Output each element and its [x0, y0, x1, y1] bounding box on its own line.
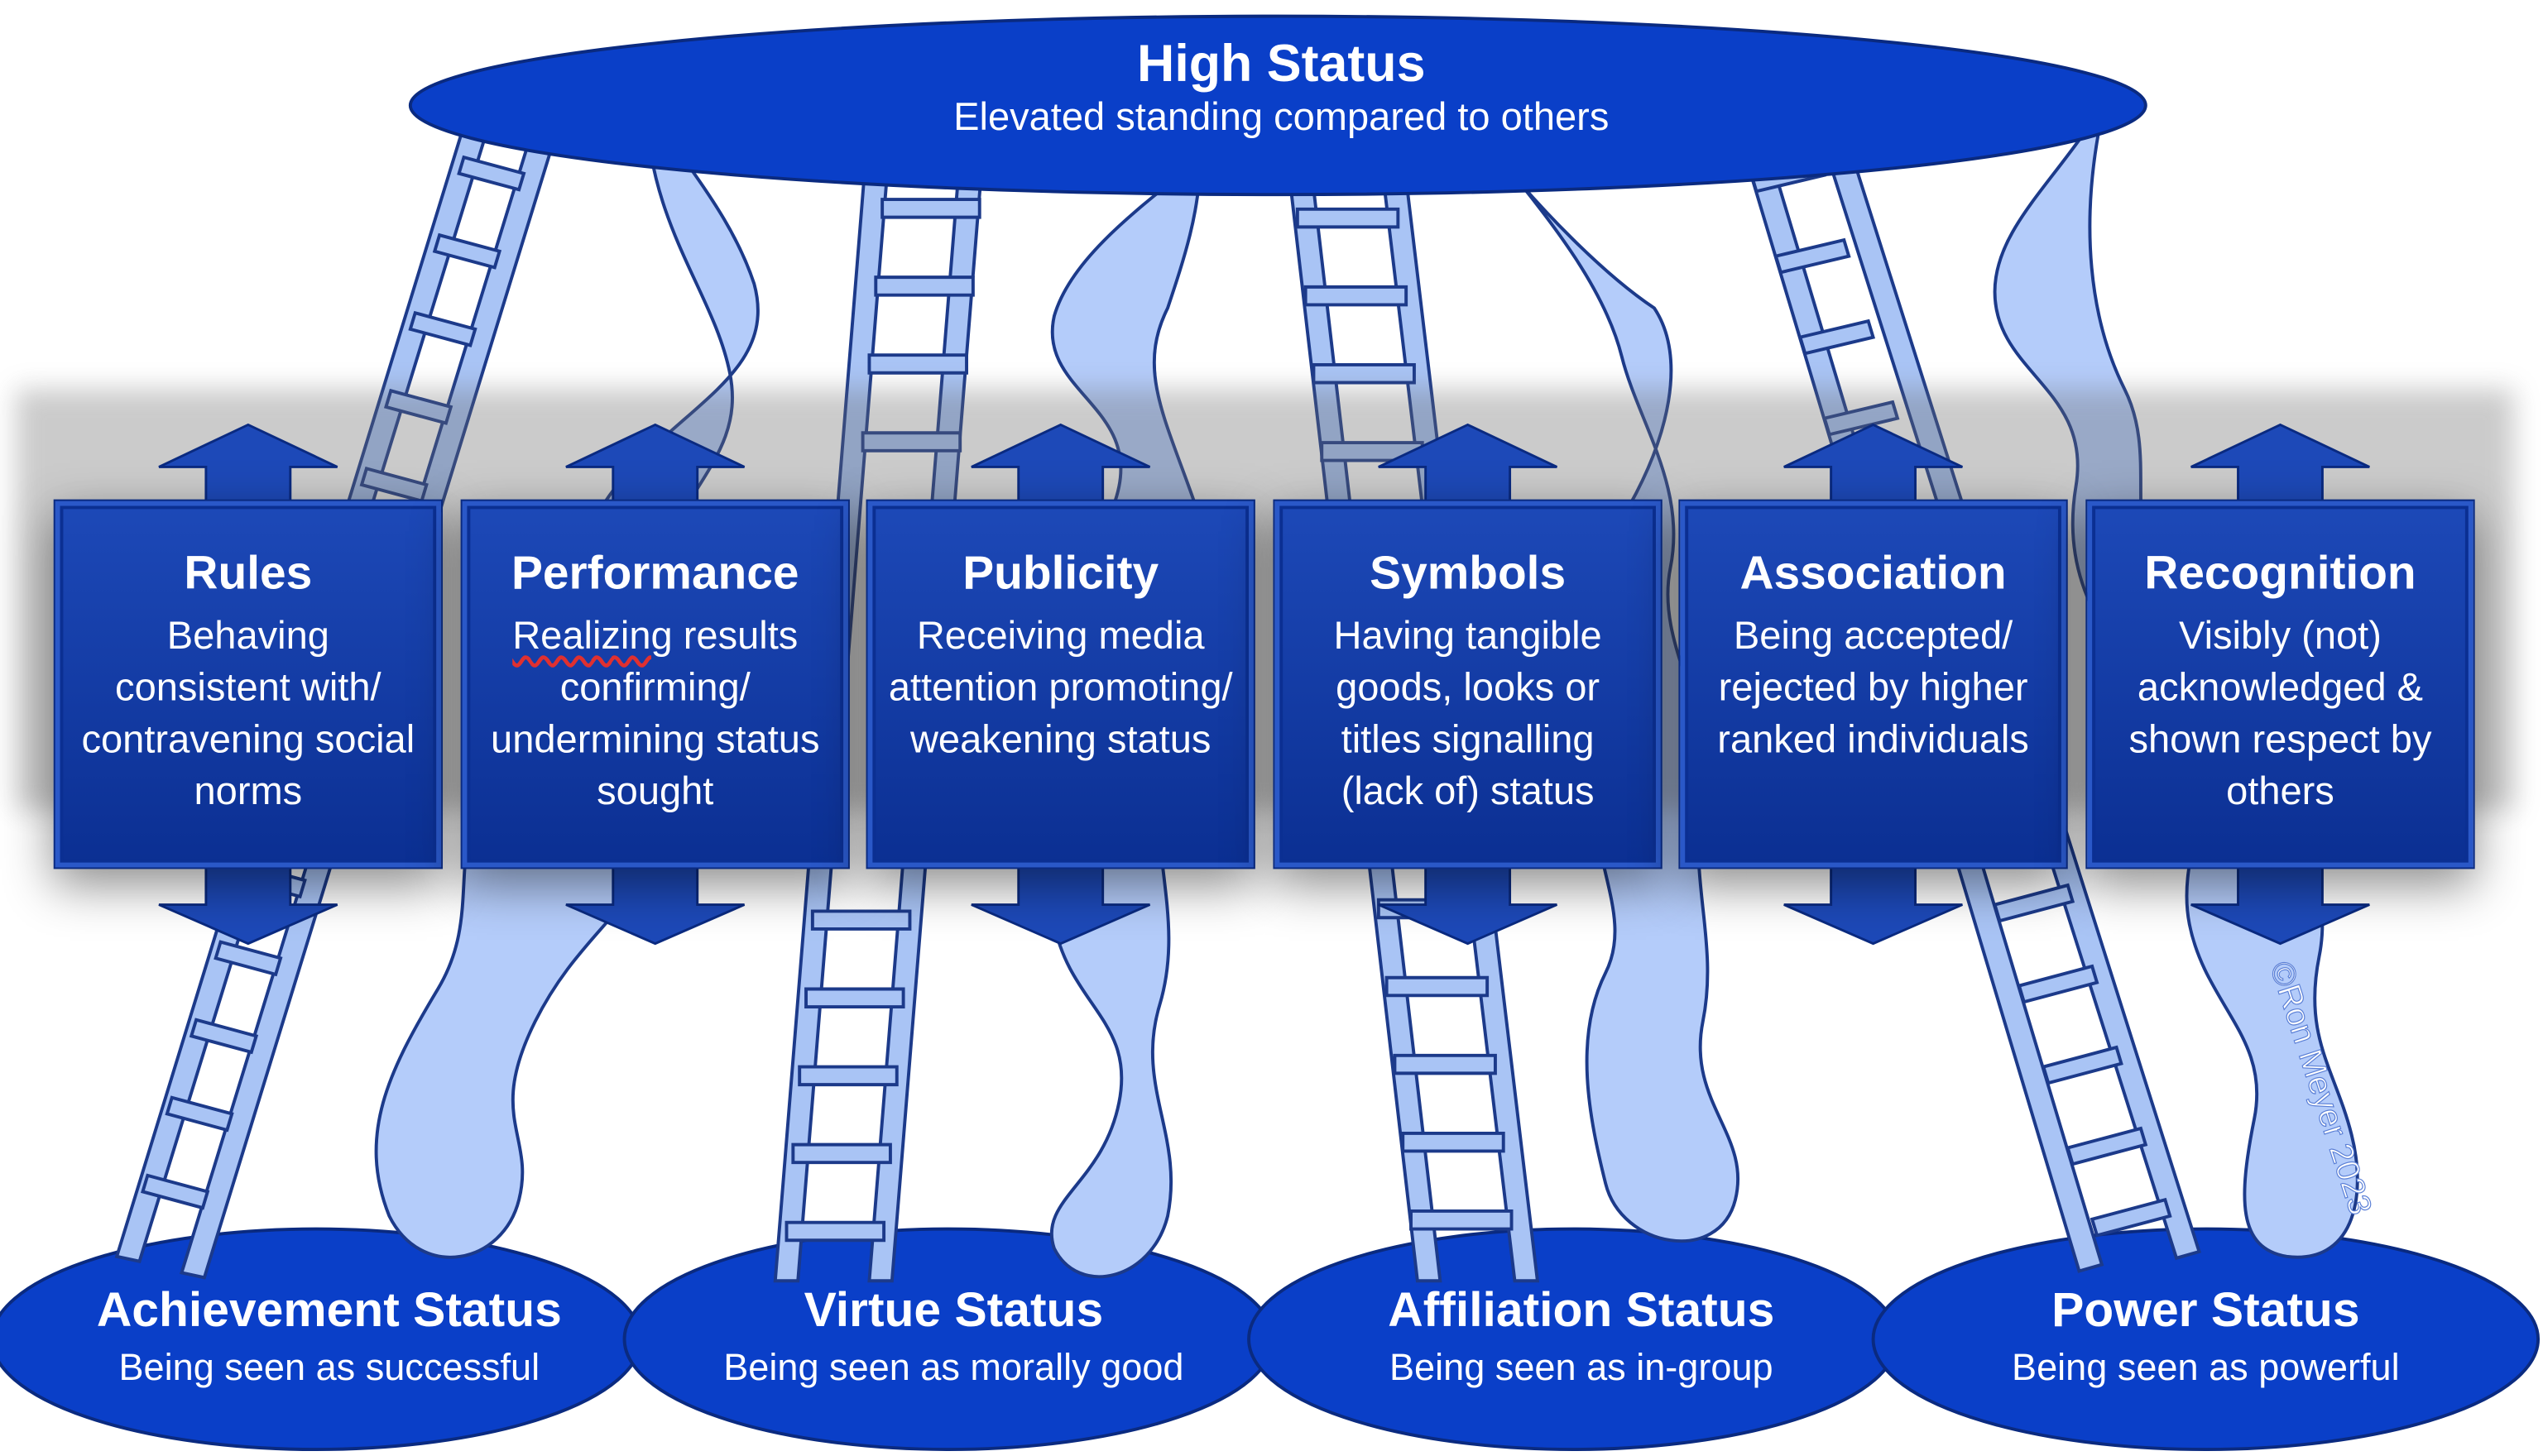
- arrows-performance: [565, 423, 746, 946]
- box-description: Visibly (not) acknowledged & shown respe…: [2128, 614, 2432, 814]
- box-association: Association Being accepted/ rejected by …: [1678, 499, 2068, 869]
- arrows-symbols: [1378, 423, 1558, 946]
- box-description: Having tangible goods, looks or titles s…: [1333, 614, 1602, 814]
- affiliation-status-label: Affiliation Status Being seen as in-grou…: [1273, 1281, 1889, 1391]
- arrows-rules: [158, 423, 338, 946]
- arrows-association: [1783, 423, 1963, 946]
- box-title: Symbols: [1370, 548, 1567, 601]
- box-rules: Rules Behaving consistent with/ contrave…: [53, 499, 444, 869]
- box-symbols: Symbols Having tangible goods, looks or …: [1273, 499, 1663, 869]
- base-title: Achievement Status: [96, 1284, 562, 1338]
- high-status-title: High Status: [1137, 34, 1426, 93]
- base-subtitle: Being seen as successful: [118, 1345, 540, 1388]
- achievement-status-label: Achievement Status Being seen as success…: [21, 1281, 637, 1391]
- arrows-publicity: [971, 423, 1151, 946]
- box-description: Behaving consistent with/ contravening s…: [81, 614, 415, 814]
- high-status-label: High Status Elevated standing compared t…: [632, 32, 1930, 142]
- arrows-recognition: [2190, 423, 2370, 946]
- box-performance: Performance Realizing results confirming…: [460, 499, 850, 869]
- box-description-rest: results confirming/ undermining status s…: [491, 614, 820, 814]
- power-status-label: Power Status Being seen as powerful: [1898, 1281, 2514, 1391]
- high-status-subtitle: Elevated standing compared to others: [953, 95, 1610, 140]
- box-title: Performance: [511, 548, 799, 601]
- spellcheck-underlined-word: Realizing: [512, 614, 673, 659]
- high-status-ellipse: [408, 14, 2147, 197]
- base-title: Power Status: [2051, 1284, 2360, 1338]
- base-subtitle: Being seen as powerful: [2012, 1345, 2400, 1388]
- box-title: Recognition: [2144, 548, 2416, 601]
- box-recognition: Recognition Visibly (not) acknowledged &…: [2085, 499, 2475, 869]
- box-description: Being accepted/ rejected by higher ranke…: [1717, 614, 2029, 763]
- box-publicity: Publicity Receiving media attention prom…: [866, 499, 1255, 869]
- box-description: Realizing results confirming/ underminin…: [463, 611, 848, 819]
- box-title: Publicity: [962, 548, 1159, 601]
- box-description: Receiving media attention promoting/ wea…: [888, 614, 1233, 763]
- base-subtitle: Being seen as in-group: [1389, 1345, 1773, 1388]
- box-title: Rules: [184, 548, 313, 601]
- base-title: Virtue Status: [804, 1284, 1104, 1338]
- virtue-status-label: Virtue Status Being seen as morally good: [645, 1281, 1262, 1391]
- box-title: Association: [1739, 548, 2007, 601]
- base-title: Affiliation Status: [1388, 1284, 1775, 1338]
- base-subtitle: Being seen as morally good: [723, 1345, 1184, 1388]
- power-status-ellipse: [1871, 1227, 2541, 1452]
